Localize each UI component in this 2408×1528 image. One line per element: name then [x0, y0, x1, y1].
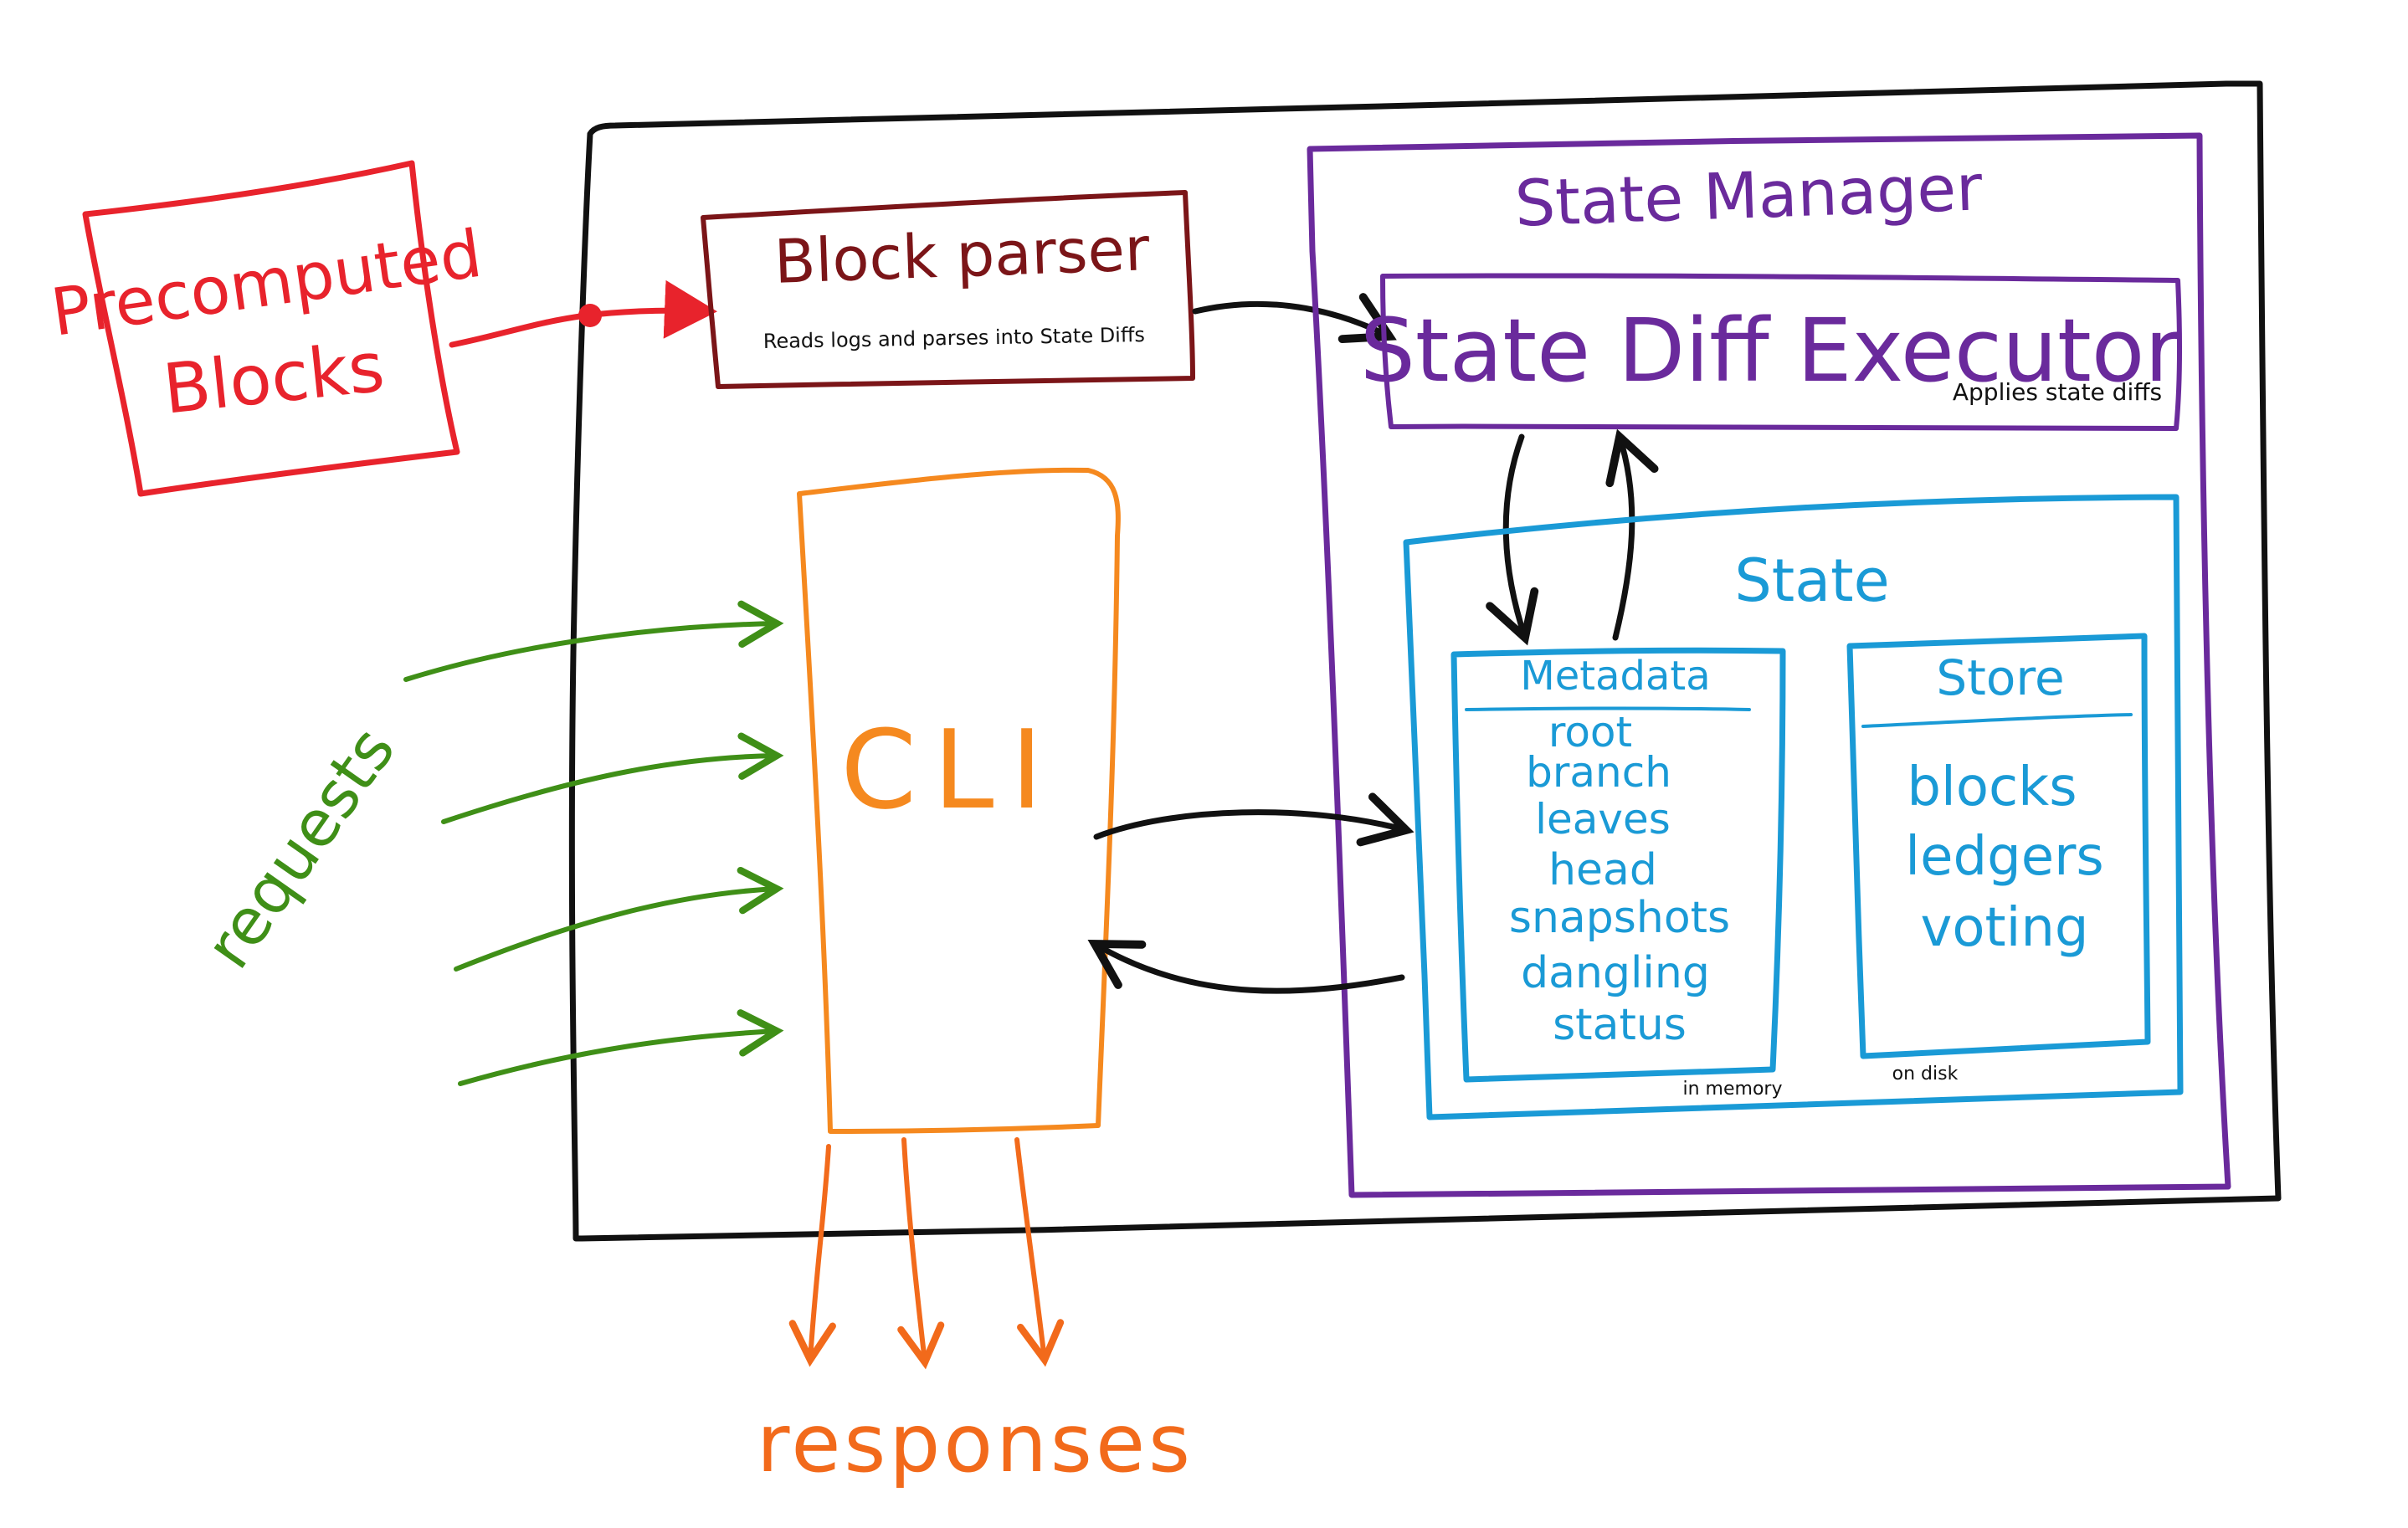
- store-box: Store blocks ledgers voting on disk: [1846, 633, 2151, 1084]
- metadata-item: head: [1548, 845, 1657, 895]
- cli-to-state-arrow: [1093, 792, 1415, 847]
- cli-node: CLI: [797, 467, 1121, 1134]
- junction-dot: [578, 304, 602, 327]
- metadata-note: in memory: [1683, 1079, 1783, 1100]
- block-parser-subtitle: Reads logs and parses into State Diffs: [763, 323, 1146, 353]
- store-title: Store: [1936, 649, 2064, 706]
- block-parser-title: Block parser: [773, 213, 1152, 297]
- system-boundary: [568, 80, 2282, 1242]
- state-diff-executor-node: State Diff Executor Applies state diffs: [1360, 273, 2183, 431]
- precomputed-blocks-node: Precomputed Blocks: [47, 160, 486, 497]
- metadata-title: Metadata: [1520, 653, 1710, 700]
- response-arrow: [897, 1137, 945, 1370]
- metadata-item: leaves: [1535, 795, 1671, 843]
- store-item: voting: [1920, 897, 2088, 959]
- metadata-box: Metadata root branch leaves head snapsho…: [1450, 647, 1786, 1100]
- state-manager-container: State Manager: [1307, 132, 2231, 1198]
- parser-to-executor-arrow: [1192, 293, 1397, 344]
- metadata-item: branch: [1526, 748, 1671, 797]
- request-arrow: [454, 866, 784, 972]
- block-parser-node: Block parser Reads logs and parses into …: [701, 190, 1195, 389]
- executor-to-metadata-arrow: [1486, 433, 1539, 646]
- precomputed-label-line2: Blocks: [160, 328, 388, 430]
- responses-label: responses: [757, 1397, 1194, 1490]
- metadata-item: snapshots: [1509, 893, 1730, 943]
- state-container: State Metadata root branch leaves head s…: [1403, 494, 2184, 1120]
- executor-title: State Diff Executor: [1360, 300, 2181, 402]
- state-to-cli-arrow: [1087, 939, 1405, 994]
- state-title: State: [1734, 546, 1889, 615]
- store-item: ledgers: [1905, 826, 2103, 888]
- request-arrow: [458, 1009, 784, 1086]
- response-arrow: [1014, 1137, 1065, 1367]
- requests-label: requests: [191, 714, 409, 982]
- precomputed-label-line1: Precomputed: [47, 217, 486, 351]
- cli-label: CLI: [840, 706, 1060, 833]
- store-item: blocks: [1907, 756, 2077, 818]
- request-arrow: [441, 732, 784, 824]
- state-manager-title: State Manager: [1513, 150, 1984, 240]
- store-note: on disk: [1892, 1064, 1959, 1084]
- metadata-to-executor-arrow: [1605, 428, 1659, 641]
- executor-subtitle: Applies state diffs: [1953, 378, 2162, 406]
- metadata-item: status: [1553, 1000, 1687, 1050]
- metadata-item: root: [1548, 708, 1632, 756]
- metadata-item: dangling: [1521, 948, 1710, 998]
- request-arrow: [403, 600, 784, 682]
- response-arrow: [788, 1144, 836, 1367]
